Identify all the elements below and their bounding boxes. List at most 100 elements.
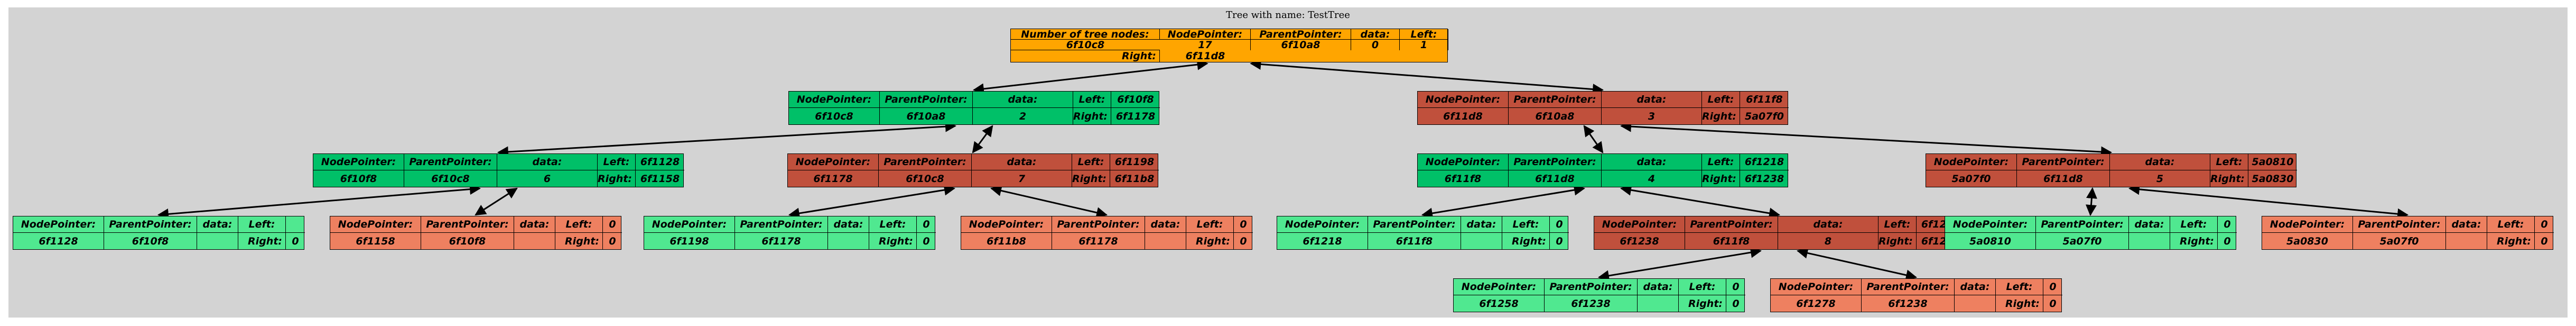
label-parent-pointer: ParentPointer:	[2036, 216, 2129, 233]
label-node-pointer: NodePointer:	[1945, 216, 2036, 233]
label-right: Right:	[2487, 233, 2535, 249]
right-pointer-value: 0	[2541, 235, 2548, 247]
label-parent-pointer: ParentPointer:	[1509, 154, 1602, 170]
right-pointer-value: 6f1238	[1744, 173, 1784, 185]
label-node-pointer: NodePointer:	[1418, 92, 1509, 108]
node-pointer-value: 5a0810	[1945, 233, 2036, 249]
label-parent-pointer: ParentPointer:	[1251, 29, 1351, 40]
data-value: 1	[1400, 40, 1448, 50]
left-pointer-value: 0	[1726, 279, 1745, 295]
label-right: Right:	[1186, 233, 1234, 249]
label-right: Right:	[1996, 295, 2043, 312]
label-left: Left:	[1702, 154, 1740, 170]
edge-6f10a8-6f11d8	[1250, 58, 1604, 95]
tree-node-5a07f0: NodePointer:ParentPointer:data:Left:5a08…	[1926, 153, 2297, 187]
label-left: Left:	[1073, 92, 1111, 108]
node-count-value: 17	[1160, 40, 1251, 50]
left-pointer-value: 6f1198	[1110, 154, 1159, 170]
label-right: Right:	[1072, 170, 1110, 187]
label-right: Right:	[1702, 108, 1740, 124]
label-data: data:	[1638, 279, 1679, 295]
label-left: Left:	[2170, 216, 2218, 233]
right-pointer-value: 0	[1556, 235, 1563, 247]
parent-pointer-value: 6f1178	[735, 233, 828, 249]
edge-6f1178-6f11b8	[990, 185, 1108, 219]
label-parent-pointer: ParentPointer:	[2353, 216, 2446, 233]
edge-6f10f8-6f1158	[475, 187, 518, 216]
label-parent-pointer: ParentPointer:	[1685, 216, 1778, 233]
edge-6f11f8-6f1218	[1421, 184, 1585, 219]
left-pointer-value: 0	[2535, 216, 2554, 233]
label-data: data:	[1602, 154, 1702, 170]
left-pointer-value: 6f10f8	[1111, 92, 1160, 108]
left-pointer-value: 0	[1234, 216, 1253, 233]
label-parent-pointer: ParentPointer:	[1545, 279, 1638, 295]
label-node-pointer: NodePointer:	[1160, 29, 1251, 40]
label-node-pointer: NodePointer:	[644, 216, 735, 233]
tree-node-6f10f8: NodePointer:ParentPointer:data:Left:6f11…	[313, 153, 684, 187]
parent-pointer-value: 6f11f8	[1685, 233, 1778, 249]
label-node-pointer: NodePointer:	[2262, 216, 2353, 233]
label-parent-pointer: ParentPointer:	[1368, 216, 1461, 233]
tree-node-6f11f8: NodePointer:ParentPointer:data:Left:6f12…	[1417, 153, 1789, 187]
node-pointer-value: 6f1198	[644, 233, 735, 249]
data-value: 3	[1602, 108, 1702, 124]
parent-pointer-value: 6f1178	[1052, 233, 1145, 249]
parent-pointer-value: 0	[1351, 40, 1400, 50]
parent-pointer-value: 6f10c8	[879, 170, 972, 187]
right-pointer-value: 0	[2049, 297, 2057, 310]
parent-pointer-value: 6f1238	[1545, 295, 1638, 312]
label-left: Left:	[598, 154, 636, 170]
label-node-pointer: NodePointer:	[1277, 216, 1368, 233]
label-node-pointer: NodePointer:	[1926, 154, 2017, 170]
label-data: data:	[514, 216, 555, 233]
label-parent-pointer: ParentPointer:	[2017, 154, 2110, 170]
right-pointer-value: 0	[1240, 235, 1247, 247]
label-left: Left:	[1400, 29, 1448, 40]
label-node-pointer: NodePointer:	[1594, 216, 1685, 233]
label-parent-pointer: ParentPointer:	[104, 216, 197, 233]
left-pointer-value: 0	[603, 216, 622, 233]
label-left: Left:	[2487, 216, 2535, 233]
data-value	[197, 233, 238, 249]
left-pointer-value: 6f1218	[1740, 154, 1789, 170]
parent-pointer-value: 6f10a8	[880, 108, 973, 124]
label-node-pointer: NodePointer:	[13, 216, 104, 233]
label-right: Right:	[1502, 233, 1550, 249]
tree-node-6f1128: NodePointer:ParentPointer:data:Left:6f11…	[13, 216, 305, 250]
parent-pointer-value: 6f1238	[1862, 295, 1955, 312]
label-parent-pointer: ParentPointer:	[1509, 92, 1602, 108]
label-left: Left:	[1072, 154, 1110, 170]
edge-6f1238-6f1258	[1597, 247, 1762, 282]
tree-node-6f1238: NodePointer:ParentPointer:data:Left:6f12…	[1594, 216, 1965, 250]
label-data: data:	[1351, 29, 1400, 40]
node-pointer-value: 6f10a8	[1251, 40, 1351, 50]
label-data: data:	[972, 154, 1072, 170]
node-pointer-value: 6f11d8	[1418, 108, 1509, 124]
edge-6f10c8-6f10f8	[497, 121, 956, 158]
left-pointer-value: 5a0810	[2248, 154, 2297, 170]
left-pointer-value: 6f11f8	[1740, 92, 1789, 108]
left-pointer-value: 6f10c8	[1011, 40, 1160, 50]
parent-pointer-value: 6f10f8	[421, 233, 514, 249]
label-node-pointer: NodePointer:	[313, 154, 404, 170]
tree-node-6f1178: NodePointer:ParentPointer:data:Left:6f11…	[787, 153, 1159, 187]
edge-6f11d8-6f11f8	[1583, 125, 1604, 153]
edge-6f10a8-6f10c8	[972, 59, 1208, 95]
label-parent-pointer: ParentPointer:	[404, 154, 497, 170]
tree-header-node: Number of tree nodes:NodePointer:ParentP…	[1010, 29, 1448, 62]
data-value	[1145, 233, 1186, 249]
label-right: Right:	[1073, 108, 1111, 124]
right-pointer-value: 6f11d8	[1185, 50, 1225, 62]
label-node-pointer: NodePointer:	[789, 92, 880, 108]
node-pointer-value: 6f10f8	[313, 170, 404, 187]
tree-node-6f10c8: NodePointer:ParentPointer:data:Left:6f10…	[788, 91, 1160, 125]
label-node-pointer: NodePointer:	[1771, 279, 1862, 295]
